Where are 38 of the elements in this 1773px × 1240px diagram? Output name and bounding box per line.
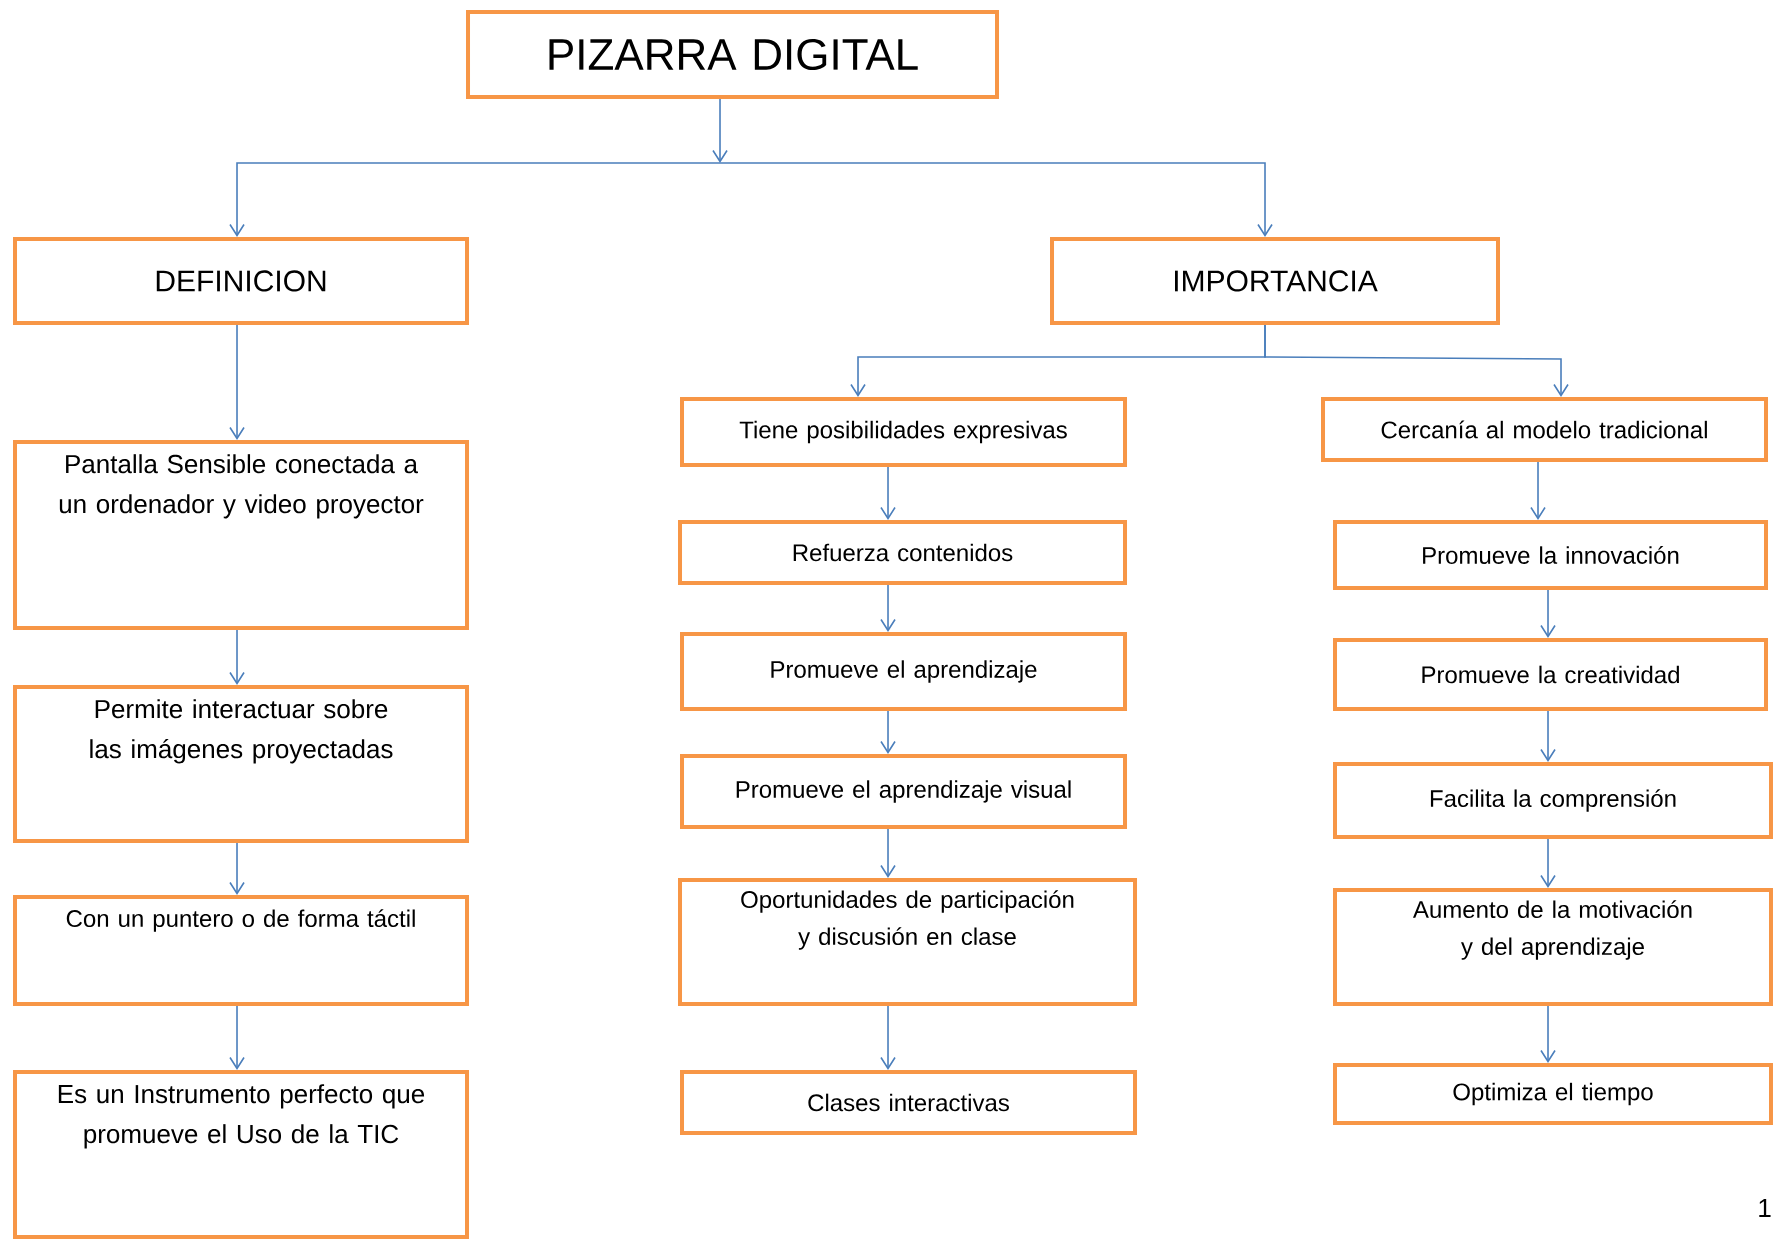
- arrow: [1540, 710, 1556, 762]
- concept-box: Tiene posibilidades expresivas: [680, 397, 1127, 467]
- arrow: [229, 162, 721, 237]
- arrow: [880, 466, 896, 520]
- concept-box: Aumento de la motivación y del aprendizaje: [1333, 888, 1773, 1006]
- concept-box: Promueve la creatividad: [1333, 638, 1768, 711]
- page-number: 1: [1759, 1199, 1771, 1217]
- concept-box: Pantalla Sensible conectada a un ordenador y video proyector: [13, 440, 469, 630]
- arrow: [1264, 324, 1569, 397]
- arrow: [712, 98, 728, 163]
- concept-box: Cercanía al modelo tradicional: [1321, 397, 1768, 462]
- concept-box: Oportunidades de participación y discusión en clase: [678, 878, 1137, 1006]
- arrow: [880, 710, 896, 754]
- arrow: [880, 828, 896, 878]
- concept-box: Clases interactivas: [680, 1070, 1137, 1135]
- arrow: [1540, 589, 1556, 638]
- concept-box: Promueve la innovación: [1333, 520, 1768, 590]
- arrow: [229, 629, 245, 685]
- arrow: [1540, 838, 1556, 888]
- concept-box: PIZARRA DIGITAL: [466, 10, 999, 99]
- concept-box: Optimiza el tiempo: [1333, 1063, 1773, 1125]
- arrow: [229, 1005, 245, 1070]
- arrow: [719, 162, 1273, 237]
- arrow: [1530, 461, 1546, 520]
- concept-box: Promueve el aprendizaje visual: [680, 754, 1127, 829]
- concept-box: Refuerza contenidos: [678, 520, 1127, 585]
- arrow: [880, 1005, 896, 1070]
- arrow: [229, 324, 245, 440]
- concept-box: Facilita la comprensión: [1333, 762, 1773, 839]
- concept-box: IMPORTANCIA: [1050, 237, 1500, 325]
- concept-box: Promueve el aprendizaje: [680, 632, 1127, 711]
- arrow: [229, 842, 245, 895]
- arrow: [880, 584, 896, 632]
- concept-box: DEFINICION: [13, 237, 469, 325]
- arrow: [1540, 1005, 1556, 1063]
- concept-box: Permite interactuar sobre las imágenes proyectadas: [13, 685, 469, 843]
- concept-box: Es un Instrumento perfecto que promueve el Uso de la TIC: [13, 1070, 469, 1239]
- concept-box: Con un puntero o de forma táctil: [13, 895, 469, 1006]
